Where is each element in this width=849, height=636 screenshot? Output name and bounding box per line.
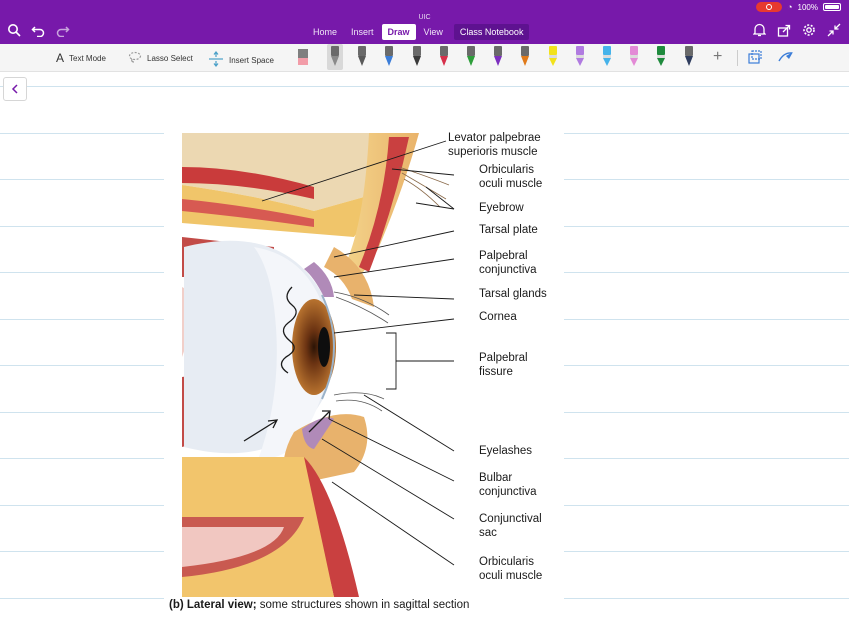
back-button[interactable] <box>3 77 27 101</box>
pen-14[interactable] <box>681 44 697 70</box>
highlighter-13[interactable] <box>653 44 669 70</box>
draw-ribbon: A Text Mode Lasso Select Insert Space + <box>0 44 849 72</box>
status-bar: ◔ 100% <box>756 2 841 12</box>
title-bar: ◔ 100% UIC Home Insert Draw View Class N… <box>0 0 849 44</box>
tab-draw[interactable]: Draw <box>381 24 416 40</box>
tab-view[interactable]: View <box>423 27 443 37</box>
search-icon[interactable] <box>6 22 22 38</box>
highlighter-11[interactable] <box>599 44 615 70</box>
wifi-icon: ◔ <box>787 2 793 12</box>
share-icon[interactable] <box>776 22 792 38</box>
tab-class-notebook[interactable]: Class Notebook <box>453 24 530 40</box>
pen-2[interactable] <box>354 44 370 70</box>
lasso-select-button[interactable]: Lasso Select <box>128 51 193 65</box>
caption-rest: some structures shown in sagittal sectio… <box>256 599 470 611</box>
pen-7[interactable] <box>490 44 506 70</box>
eye-anatomy-figure <box>164 127 564 607</box>
text-mode-label: Text Mode <box>69 53 106 63</box>
rule-line <box>0 86 849 87</box>
pen-3[interactable] <box>381 44 397 70</box>
pen-8[interactable] <box>517 44 533 70</box>
pen-1[interactable] <box>327 44 343 70</box>
settings-gear-icon[interactable] <box>801 22 817 38</box>
highlighter-10[interactable] <box>572 44 588 70</box>
pen-5[interactable] <box>436 44 452 70</box>
caption-bold: (b) Lateral view; <box>169 599 257 611</box>
highlighter-12[interactable] <box>626 44 642 70</box>
chevron-left-icon <box>11 84 18 94</box>
lasso-icon <box>128 51 142 65</box>
collapse-fullscreen-icon[interactable] <box>826 22 842 38</box>
figure-label: Cornea <box>479 311 517 323</box>
add-pen-icon[interactable]: + <box>713 48 723 65</box>
insert-space-icon <box>208 51 224 69</box>
ribbon-tabs: Home Insert Draw View Class Notebook <box>307 24 530 40</box>
lasso-select-label: Lasso Select <box>147 53 193 63</box>
figure-label: Levator palpebrae superioris muscle <box>448 132 541 158</box>
figure-label: Bulbar conjunctiva <box>479 472 537 498</box>
undo-icon[interactable] <box>30 22 46 38</box>
figure-label: Orbicularis oculi muscle <box>479 556 543 582</box>
pen-6[interactable] <box>463 44 479 70</box>
figure-label: Eyelashes <box>479 445 533 457</box>
figure-label: Tarsal plate <box>479 224 538 236</box>
figure-label: Tarsal glands <box>479 288 547 300</box>
eye-sagittal-illustration <box>164 127 564 607</box>
figure-label: Palpebral conjunctiva <box>479 250 537 276</box>
text-mode-button[interactable]: A Text Mode <box>56 51 106 65</box>
figure-label: Orbicularis oculi muscle <box>479 164 543 190</box>
redo-icon[interactable] <box>55 22 71 38</box>
figure-caption: (b) Lateral view; some structures shown … <box>169 599 469 611</box>
insert-space-button[interactable]: Insert Space <box>208 51 274 69</box>
ink-to-shape-icon[interactable] <box>747 49 763 70</box>
highlighter-9[interactable] <box>545 44 561 70</box>
battery-icon <box>823 3 841 11</box>
figure-label: Conjunctival sac <box>479 513 542 539</box>
figure-label: Palpebral fissure <box>479 352 528 378</box>
tab-home[interactable]: Home <box>313 27 338 37</box>
tab-insert[interactable]: Insert <box>351 27 374 37</box>
app-title: UIC <box>418 14 431 21</box>
insert-space-label: Insert Space <box>229 55 274 65</box>
text-mode-icon: A <box>56 51 65 65</box>
eraser-icon[interactable] <box>297 48 309 66</box>
ink-replay-icon[interactable] <box>777 49 795 70</box>
figure-label: Eyebrow <box>479 202 524 214</box>
bell-icon[interactable] <box>751 22 767 38</box>
pen-4[interactable] <box>409 44 425 70</box>
battery-percent: 100% <box>797 2 818 12</box>
screen-recording-indicator <box>756 2 783 12</box>
